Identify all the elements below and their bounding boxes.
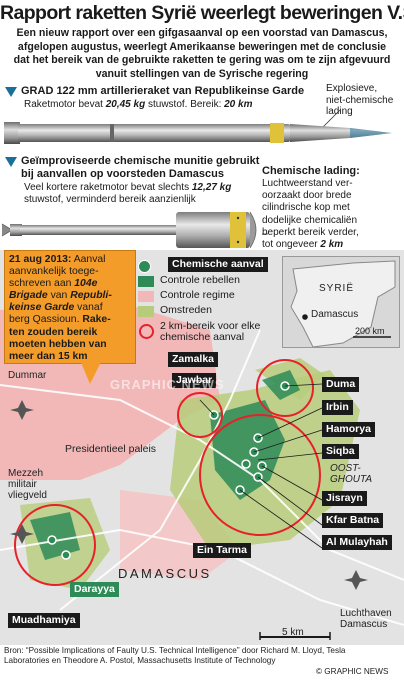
place-mezzeh-airbase: Mezzeh militair vliegveld	[8, 468, 47, 501]
rocket2-desc: Veel kortere raketmotor bevat slechts 12…	[24, 182, 232, 205]
rocket1-desc: Raketmotor bevat 20,45 kg stuwstof. Bere…	[24, 99, 253, 110]
inset-city-label: Damascus	[311, 309, 359, 320]
region-oost-ghouta: OOST- GHOUTA	[330, 463, 373, 485]
map-scale-label: 5 km	[282, 627, 304, 638]
credit: © GRAPHIC NEWS	[316, 667, 389, 676]
disputed-swatch	[138, 306, 154, 317]
syria-inset-map: SYRIË Damascus 200 km	[282, 256, 400, 348]
intro-line: Een nieuw rapport over een gifgasaanval …	[16, 27, 388, 39]
place-presidential-palace: Presidentieel paleis	[65, 443, 157, 455]
chemical-payload-note: Chemische lading: Luchtweerstand ver- oo…	[262, 165, 360, 251]
callout-pointer	[80, 360, 102, 384]
regime-swatch	[138, 291, 154, 302]
range-circle-icon	[139, 324, 154, 339]
source-note: Bron: “Possible Implications of Faulty U…	[4, 646, 346, 666]
intro-text: Een nieuw rapport over een gifgasaanval …	[6, 27, 398, 81]
attack-info-box: 21 aug 2013: Aanval aanvankelijk toege- …	[4, 250, 136, 364]
intro-line: afgelopen augustus, weerlegt Amerikaanse…	[17, 40, 387, 53]
rocket2-weight: 12,27 kg	[191, 182, 232, 193]
intro-line: dat het bereik van de gebruikte raketten…	[13, 54, 391, 67]
improvised-rocket-illustration	[1, 211, 268, 249]
place-dummar: Dummar	[8, 370, 47, 381]
place-irbin: Irbin	[322, 400, 353, 415]
place-hamorya: Hamorya	[322, 422, 375, 437]
section-marker-icon	[5, 157, 17, 167]
place-zamalka: Zamalka	[168, 352, 219, 367]
section-marker-icon	[5, 87, 17, 97]
place-damascus-airport: Luchthaven Damascus	[340, 608, 392, 630]
page-title: Rapport raketten Syrië weerlegt bewering…	[0, 2, 404, 24]
place-siqba: Siqba	[322, 444, 359, 459]
legend-chemical-attack: Chemische aanval	[168, 257, 268, 272]
watermark: GRAPHIC NEWS	[110, 377, 225, 392]
place-jawbar: Jawbar	[172, 373, 217, 388]
chemical-attack-marker-icon	[138, 260, 151, 273]
grad-rocket-illustration	[4, 110, 392, 144]
place-muadhamiya: Muadhamiya	[8, 613, 80, 628]
rebel-swatch	[138, 276, 154, 287]
rocket1-range: 20 km	[224, 99, 253, 110]
place-ein-tarma: Ein Tarma	[193, 543, 251, 558]
map-legend: Chemische aanval Controle rebellen Contr…	[138, 257, 278, 347]
place-duma: Duma	[322, 377, 360, 392]
place-jisrayn: Jisrayn	[322, 491, 367, 506]
place-al-mulayhah: Al Mulayhah	[322, 535, 392, 550]
warhead-label: Explosieve, niet-chemische lading	[326, 83, 394, 117]
rocket1-weight: 20,45 kg	[105, 99, 146, 110]
city-label-damascus: DAMASCUS	[118, 566, 212, 581]
intro-line: vanuit stellingen van de Syrische regeri…	[95, 67, 309, 80]
inset-country-label: SYRIË	[319, 283, 355, 294]
rocket1-heading: GRAD 122 mm artillerieraket van Republik…	[21, 85, 305, 97]
inset-scale-label: 200 km	[355, 326, 385, 336]
rocket2-heading: Geïmproviseerde chemische munitie gebrui…	[21, 155, 260, 180]
syria-outline	[290, 260, 396, 347]
place-kfar-batna: Kfar Batna	[322, 513, 384, 528]
place-darayya: Darayya	[70, 582, 119, 597]
